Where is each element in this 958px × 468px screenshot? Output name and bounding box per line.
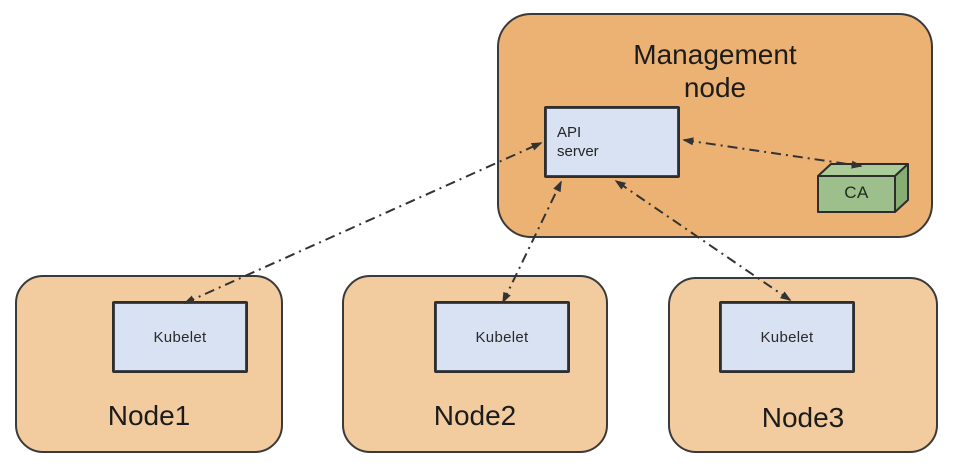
api-server-label-line2: server [557,143,599,160]
node1-kubelet-box: Kubelet [112,301,248,373]
management-node-title: Management node [633,39,797,103]
node1-kubelet-face: Kubelet [114,303,246,371]
node3-kubelet-box: Kubelet [719,301,855,373]
node1-kubelet-label: Kubelet [153,328,207,346]
node3-kubelet-label: Kubelet [760,328,814,346]
node2-label: Node2 [433,400,517,431]
api-server-face: API server [546,108,678,176]
api-server-box: API server [544,106,680,178]
ca-label: CA [844,183,869,202]
node1-label: Node1 [107,400,191,431]
node3-label: Node3 [761,402,845,433]
node2-kubelet-face: Kubelet [436,303,568,371]
node3-kubelet-face: Kubelet [721,303,853,371]
node2-kubelet-box: Kubelet [434,301,570,373]
api-server-label-line1: API [557,124,582,141]
node2-kubelet-label: Kubelet [475,328,529,346]
